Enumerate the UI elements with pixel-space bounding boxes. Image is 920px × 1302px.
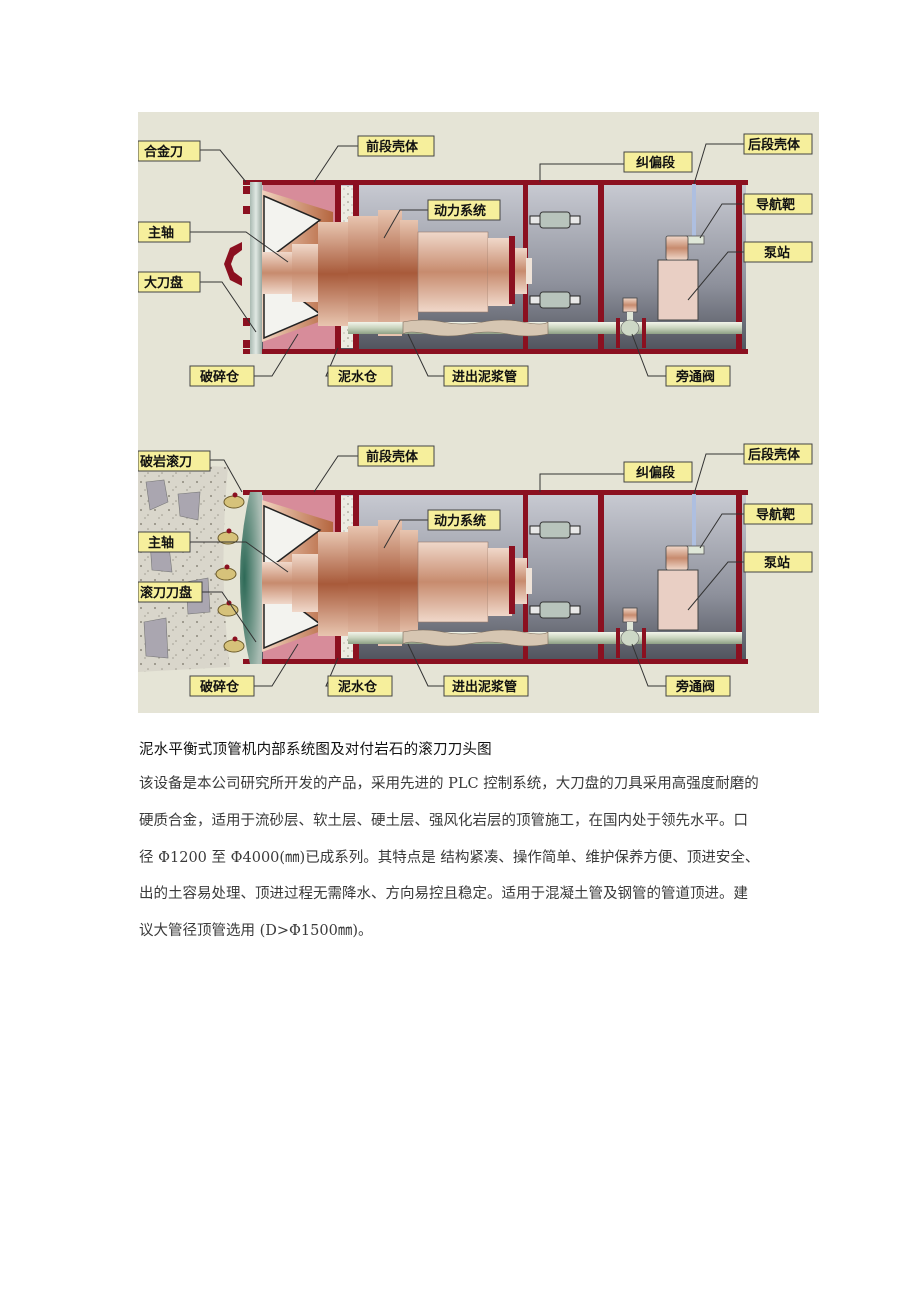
label-mud-chamber: 泥水仓: [327, 365, 393, 387]
label-mud-chamber: 泥水仓: [327, 675, 393, 697]
label-nav-target: 导航靶: [743, 193, 813, 215]
label-front-shell: 前段壳体: [357, 445, 435, 467]
label-power-system: 动力系统: [427, 199, 501, 221]
svg-text:破碎仓: 破碎仓: [200, 369, 240, 385]
svg-text:后段壳体: 后段壳体: [748, 447, 801, 463]
figure-caption: 泥水平衡式顶管机内部系统图及对付岩石的滚刀刀头图: [139, 742, 492, 758]
label-rear-shell: 后段壳体: [743, 133, 813, 155]
label-front-shell: 前段壳体: [357, 135, 435, 157]
label-roller-cutterhead: 滚刀刀盘: [138, 581, 203, 603]
label-big-cutterhead: 大刀盘: [138, 271, 201, 293]
svg-text:大刀盘: 大刀盘: [144, 275, 183, 291]
svg-text:滚刀刀盘: 滚刀刀盘: [140, 585, 192, 601]
svg-text:后段壳体: 后段壳体: [748, 137, 801, 153]
paragraph-line: 该设备是本公司研究所开发的产品，采用先进的 PLC 控制系统，大刀盘的刀具采用高…: [139, 776, 759, 792]
label-slurry-pipe: 进出泥浆管: [443, 365, 529, 387]
svg-text:动力系统: 动力系统: [434, 203, 486, 219]
paragraph-line: 议大管径顶管选用 (D>Φ1500㎜)。: [139, 923, 373, 940]
label-rear-shell: 后段壳体: [743, 443, 813, 465]
bottom-labels: 破岩滚刀 前段壳体 纠偏段 后段壳体 主轴 动力系统 导航靶 滚刀刀盘 泵站 破…: [138, 443, 813, 697]
label-slurry-pipe: 进出泥浆管: [443, 675, 529, 697]
svg-text:破岩滚刀: 破岩滚刀: [140, 454, 192, 470]
svg-text:泥水仓: 泥水仓: [338, 679, 378, 695]
label-alloy-cutter: 合金刀: [138, 140, 201, 162]
svg-text:纠偏段: 纠偏段: [636, 465, 675, 481]
top-labels: 合金刀 前段壳体 纠偏段 后段壳体 主轴 动力系统 导航靶 大刀盘 泵站 破碎仓…: [138, 133, 813, 387]
svg-text:前段壳体: 前段壳体: [366, 139, 419, 155]
label-correction-section: 纠偏段: [623, 461, 693, 483]
label-main-shaft: 主轴: [138, 531, 191, 553]
label-pump-station: 泵站: [743, 241, 813, 263]
svg-text:破碎仓: 破碎仓: [200, 679, 240, 695]
paragraph-line: 出的土容易处理、顶进过程无需降水、方向易控且稳定。适用于混凝土管及钢管的管道顶进…: [139, 886, 748, 903]
label-correction-section: 纠偏段: [623, 151, 693, 173]
svg-text:主轴: 主轴: [148, 535, 174, 551]
svg-text:泵站: 泵站: [764, 245, 790, 261]
svg-text:纠偏段: 纠偏段: [636, 155, 675, 171]
label-crushing-chamber: 破碎仓: [189, 365, 255, 387]
label-power-system: 动力系统: [427, 509, 501, 531]
description-paragraph: 该设备是本公司研究所开发的产品，采用先进的 PLC 控制系统，大刀盘的刀具采用高…: [139, 766, 789, 950]
label-rock-roller-cutter: 破岩滚刀: [138, 450, 211, 472]
svg-text:进出泥浆管: 进出泥浆管: [452, 369, 517, 385]
svg-text:泥水仓: 泥水仓: [338, 369, 378, 385]
svg-text:泵站: 泵站: [764, 555, 790, 571]
paragraph-line: 径 Φ1200 至 Φ4000(㎜)已成系列。其特点是 结构紧凑、操作简单、维护…: [139, 849, 760, 866]
label-nav-target: 导航靶: [743, 503, 813, 525]
svg-text:进出泥浆管: 进出泥浆管: [452, 679, 517, 695]
jacking-machine-diagram-figure: 合金刀 前段壳体 纠偏段 后段壳体 主轴 动力系统 导航靶 大刀盘 泵站 破碎仓…: [138, 112, 819, 713]
svg-text:旁通阀: 旁通阀: [675, 679, 715, 695]
top-diagram: [224, 179, 749, 355]
label-main-shaft: 主轴: [138, 221, 191, 243]
label-crushing-chamber: 破碎仓: [189, 675, 255, 697]
label-pump-station: 泵站: [743, 551, 813, 573]
label-bypass-valve: 旁通阀: [665, 675, 731, 697]
paragraph-line: 硬质合金，适用于流砂层、软土层、硬土层、强风化岩层的顶管施工，在国内处于领先水平…: [139, 812, 748, 829]
svg-text:导航靶: 导航靶: [756, 507, 795, 523]
svg-text:旁通阀: 旁通阀: [675, 369, 715, 385]
svg-text:导航靶: 导航靶: [756, 197, 795, 213]
bottom-diagram: [138, 462, 749, 672]
svg-text:主轴: 主轴: [148, 225, 174, 241]
label-bypass-valve: 旁通阀: [665, 365, 731, 387]
svg-text:前段壳体: 前段壳体: [366, 449, 419, 465]
svg-text:合金刀: 合金刀: [144, 144, 183, 160]
svg-text:动力系统: 动力系统: [434, 513, 486, 529]
